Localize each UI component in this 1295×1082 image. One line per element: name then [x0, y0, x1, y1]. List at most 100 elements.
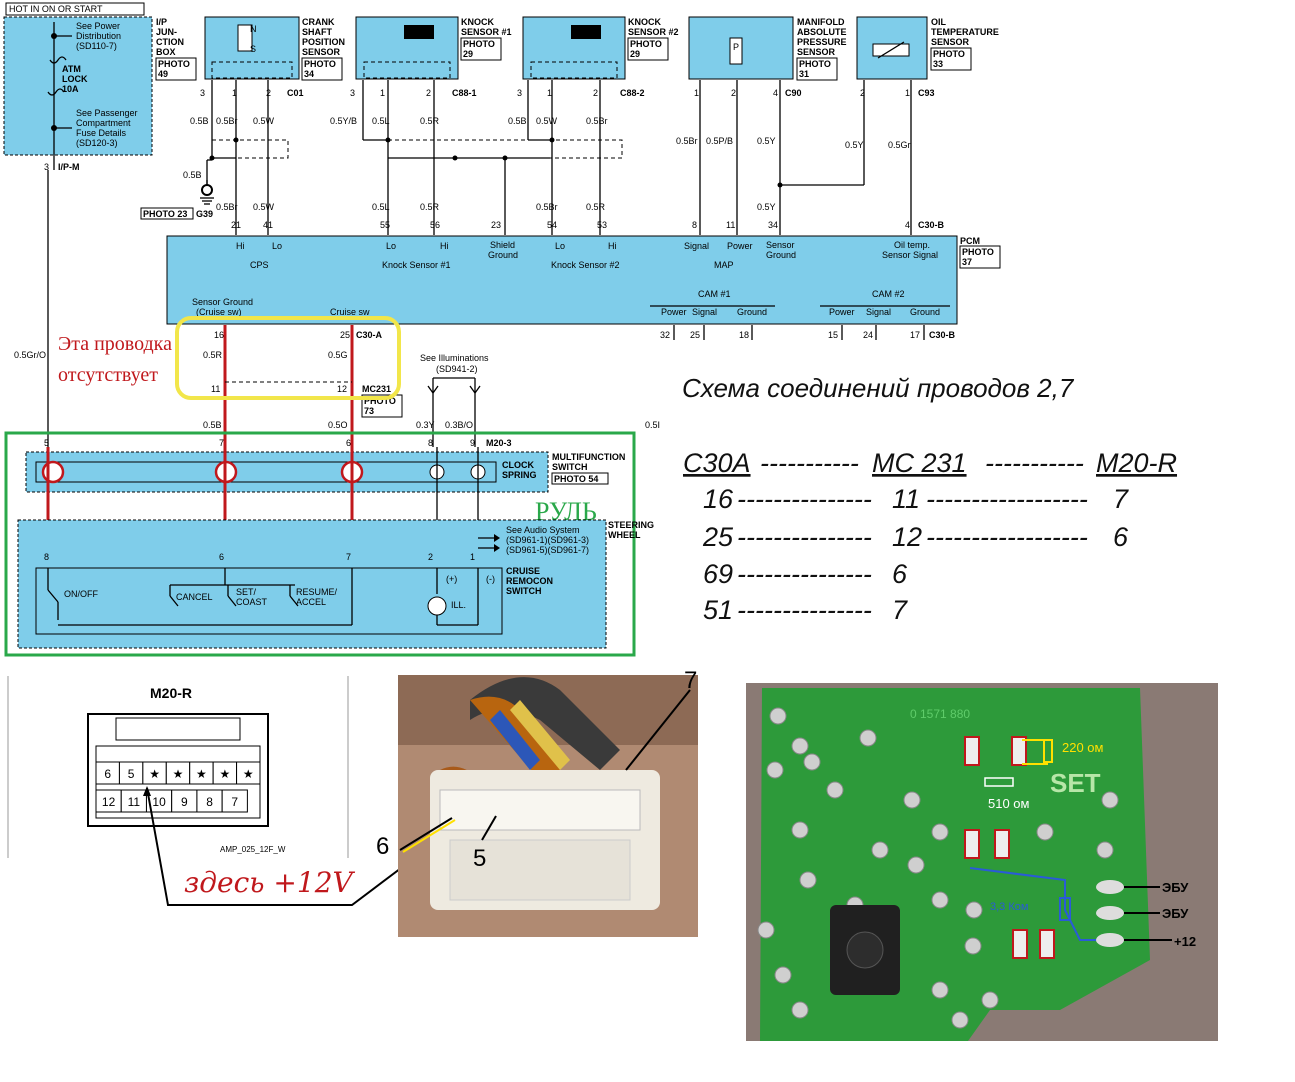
table-header-mc231: MC 231	[872, 448, 967, 478]
cps-pin-b: 1	[232, 88, 237, 98]
pcb-pad	[766, 761, 784, 779]
svg-text:-----------: -----------	[760, 448, 859, 478]
pcb-pad	[1101, 791, 1119, 809]
map-connector: C90	[785, 88, 802, 98]
pcb-pad	[981, 991, 999, 1009]
pcm-bpin-32: 32	[660, 330, 670, 340]
pcm-cam2-signal: Signal	[866, 307, 891, 317]
pcb-set-label: SET	[1050, 768, 1101, 798]
missing-annotation-1: Эта проводка	[58, 333, 172, 355]
pcm-ks1: Knock Sensor #1	[382, 260, 451, 270]
map-pin-a: 1	[694, 88, 699, 98]
pcm-bpin-17: 17	[910, 330, 920, 340]
cs-name-2: SWITCH	[552, 462, 588, 472]
wc-ks1-1: 0.5L	[372, 116, 390, 126]
pcb-pad	[871, 841, 889, 859]
cps-name-3: POSITION	[302, 37, 345, 47]
here-12v-annotation: здесь +12V	[184, 866, 356, 899]
pcm-connector-a: C30-A	[356, 330, 383, 340]
pcm-connector-b: C30-B	[929, 330, 956, 340]
pcb-pad	[1096, 841, 1114, 859]
pcm-shield-1: Shield	[490, 240, 515, 250]
cps-name-1: CRANK	[302, 17, 335, 27]
cs-name-3: CLOCK	[502, 460, 534, 470]
pcm-cam1-signal: Signal	[692, 307, 717, 317]
pcm-bpin-25a: 25	[340, 330, 350, 340]
ks2-photo-1: PHOTO	[630, 39, 662, 49]
table-cell: 51	[703, 595, 733, 625]
ks2-connector: C88-2	[620, 88, 645, 98]
ks1-photo-2: 29	[463, 49, 473, 59]
wc-ks2-2: 0.5Br	[586, 116, 608, 126]
pcb-pad	[964, 937, 982, 955]
ground-id: G39	[196, 209, 213, 219]
pcm-map-signal: Signal	[684, 241, 709, 251]
cruise-switch-box	[35, 567, 503, 635]
cps-name-4: SENSOR	[302, 47, 341, 57]
table-cell: 16	[703, 484, 734, 514]
pcb-pad	[965, 901, 983, 919]
m20r-cell-label: 11	[128, 795, 141, 809]
pcm-ks1-hi: Hi	[440, 241, 449, 251]
oil-photo-1: PHOTO	[933, 49, 965, 59]
coil-icon	[41, 460, 65, 484]
wc-ks2-0: 0.5B	[508, 116, 527, 126]
ks1-name-1: KNOCK	[461, 17, 494, 27]
ks1-photo-1: PHOTO	[463, 39, 495, 49]
cps-s: S	[250, 44, 256, 54]
sw-set: SET/	[236, 587, 257, 597]
sensor-wires: 0.5B 0.5Br 0.5W 0.5B PHOTO 23 G39 0.5Br …	[140, 80, 912, 235]
pcb-pad	[931, 981, 949, 999]
pcb-plus12: +12	[1174, 934, 1196, 949]
wc-ks1-0: 0.5Y/B	[330, 116, 357, 126]
oil-name-1: OIL	[931, 17, 947, 27]
pcm-pin-41: 41	[263, 220, 273, 230]
pcm-cps-lo: Lo	[272, 241, 282, 251]
pcm-bpin-24: 24	[863, 330, 873, 340]
illum-1: See Illuminations	[420, 353, 489, 363]
wc-oil-0: 0.5Y	[845, 140, 864, 150]
cruise-minus: (-)	[486, 574, 495, 584]
pcm-cam1-ground: Ground	[737, 307, 767, 317]
sw-onoff: ON/OFF	[64, 589, 98, 599]
wc-lks2-1: 0.5R	[586, 202, 606, 212]
pcb-pad	[903, 791, 921, 809]
pcm-ks2: Knock Sensor #2	[551, 260, 620, 270]
pcm-shield-2: Ground	[488, 250, 518, 260]
m20-pin-8: 8	[428, 438, 433, 448]
svg-text:---------------: ---------------	[737, 559, 872, 589]
pcm-pin-23: 23	[491, 220, 501, 230]
pcb-photo: 0 1571 880 SET 220 ом 510 ом 3,3 Ком ЭБУ…	[746, 683, 1218, 1041]
pcm-cam1: CAM #1	[698, 289, 731, 299]
fuse-label-1: ATM	[62, 64, 81, 74]
pcb-r220: 220 ом	[1062, 740, 1104, 755]
hot-label-box	[5, 2, 145, 16]
sw-pin-8: 8	[44, 552, 49, 562]
m20r-cell-label: ★	[173, 767, 184, 781]
pcm-cam2: CAM #2	[872, 289, 905, 299]
m20r-cell-label: 9	[181, 795, 188, 809]
sw-pin-6: 6	[219, 552, 224, 562]
m20r-part: AMP_025_12F_W	[220, 845, 286, 854]
pcm-sg-1: Sensor	[766, 240, 795, 250]
oil-pin-a: 2	[860, 88, 865, 98]
pcb-pad	[757, 921, 775, 939]
junction-name-3: CTION	[156, 37, 184, 47]
pcm-pin-56: 56	[430, 220, 440, 230]
svg-text:-----------: -----------	[985, 448, 1084, 478]
wc-cps-0: 0.5B	[190, 116, 209, 126]
cps-photo-2: 34	[304, 69, 314, 79]
pcb-pad	[1036, 823, 1054, 841]
pcb-pad	[907, 856, 925, 874]
wc-lmap: 0.5Y	[757, 202, 776, 212]
see-power-1: See Power	[76, 21, 120, 31]
table-cell: 25	[702, 522, 734, 552]
pcb-ecu1: ЭБУ	[1162, 880, 1189, 895]
m20r-cell-label: ★	[243, 767, 254, 781]
pcm-cam1-power: Power	[661, 307, 687, 317]
cs-name-4: SPRING	[502, 470, 537, 480]
ks2-name-2: SENSOR #2	[628, 27, 679, 37]
oil-photo-2: 33	[933, 59, 943, 69]
cps-pin-a: 3	[200, 88, 205, 98]
